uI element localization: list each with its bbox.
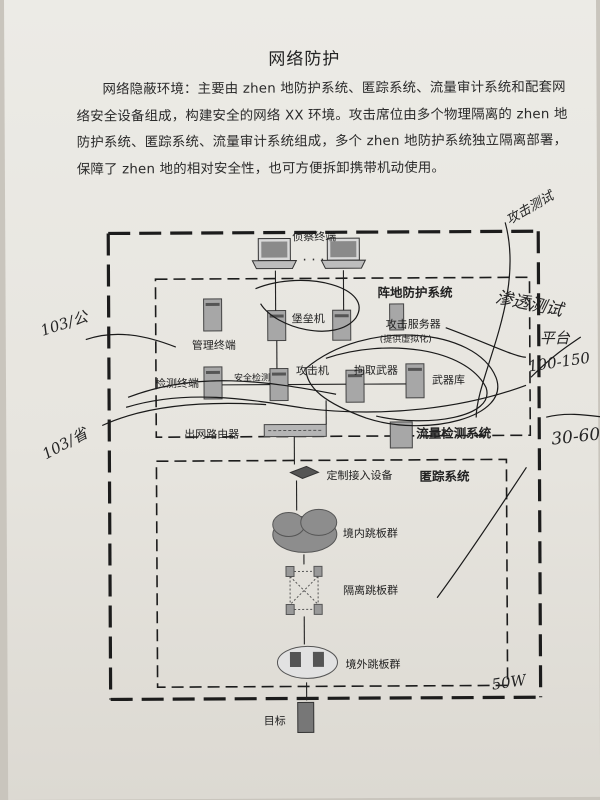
label-detect-terminal: 检测终端	[154, 376, 200, 391]
target-server-icon	[297, 701, 315, 733]
label-domestic-jump: 境内跳板群	[342, 526, 398, 541]
isolation-mesh-icon	[285, 565, 323, 616]
svg-text:. . .: . . .	[302, 248, 324, 264]
foreign-cloud-icon	[276, 645, 338, 679]
document-page: 网络防护 网络隐蔽环境：主要由 zhen 地防护系统、匿踪系统、流量审计系统和配…	[4, 0, 600, 800]
laptop-left-icon	[251, 238, 298, 270]
label-bastion-host: 堡垒机	[291, 312, 325, 326]
label-traffic-system: 流量检测系统	[416, 425, 492, 441]
label-isolation-jump: 隔离跳板群	[343, 583, 399, 598]
label-attack-machine: 攻击机	[295, 364, 329, 378]
label-fetch-weapon: 拘取武器	[353, 363, 398, 378]
bastion-server-icon	[267, 309, 352, 342]
attack-server-icon	[389, 303, 405, 331]
label-recon-terminal: 侦察终端	[292, 230, 337, 244]
zhen-system-boundary	[154, 276, 532, 439]
label-attack-server-note: (提供虚拟化)	[379, 334, 432, 346]
label-target: 目标	[263, 714, 286, 728]
label-custom-access: 定制接入设备	[326, 468, 393, 483]
label-foreign-jump: 境外跳板群	[345, 657, 401, 672]
domestic-cloud-icon	[272, 508, 338, 553]
label-mgmt-terminal: 管理终端	[191, 338, 236, 353]
custom-access-icon	[289, 465, 320, 479]
mgmt-terminal-icon	[203, 298, 223, 332]
fetch-weapon-server-icon	[345, 369, 365, 403]
laptop-right-icon	[320, 237, 367, 269]
handwritten-scribbles	[85, 222, 600, 599]
weapon-lib-icon	[405, 363, 425, 399]
detect-terminal-icon	[203, 366, 223, 400]
label-weapon-lib: 武器库	[431, 373, 466, 387]
label-stealth-system: 匿踪系统	[419, 468, 470, 484]
label-egress-router: 出网路由器	[184, 427, 240, 442]
egress-router-icon	[263, 423, 327, 438]
label-safe-detect: 安全检测	[233, 373, 271, 384]
label-zhen-system: 阵地防护系统	[377, 284, 453, 301]
traffic-appliance-icon	[389, 421, 413, 449]
network-diagram: . . .	[85, 222, 600, 733]
handnote-right-1b: 平台	[539, 329, 570, 348]
outer-boundary	[106, 229, 543, 702]
label-attack-server: 攻击服务器	[385, 317, 441, 332]
